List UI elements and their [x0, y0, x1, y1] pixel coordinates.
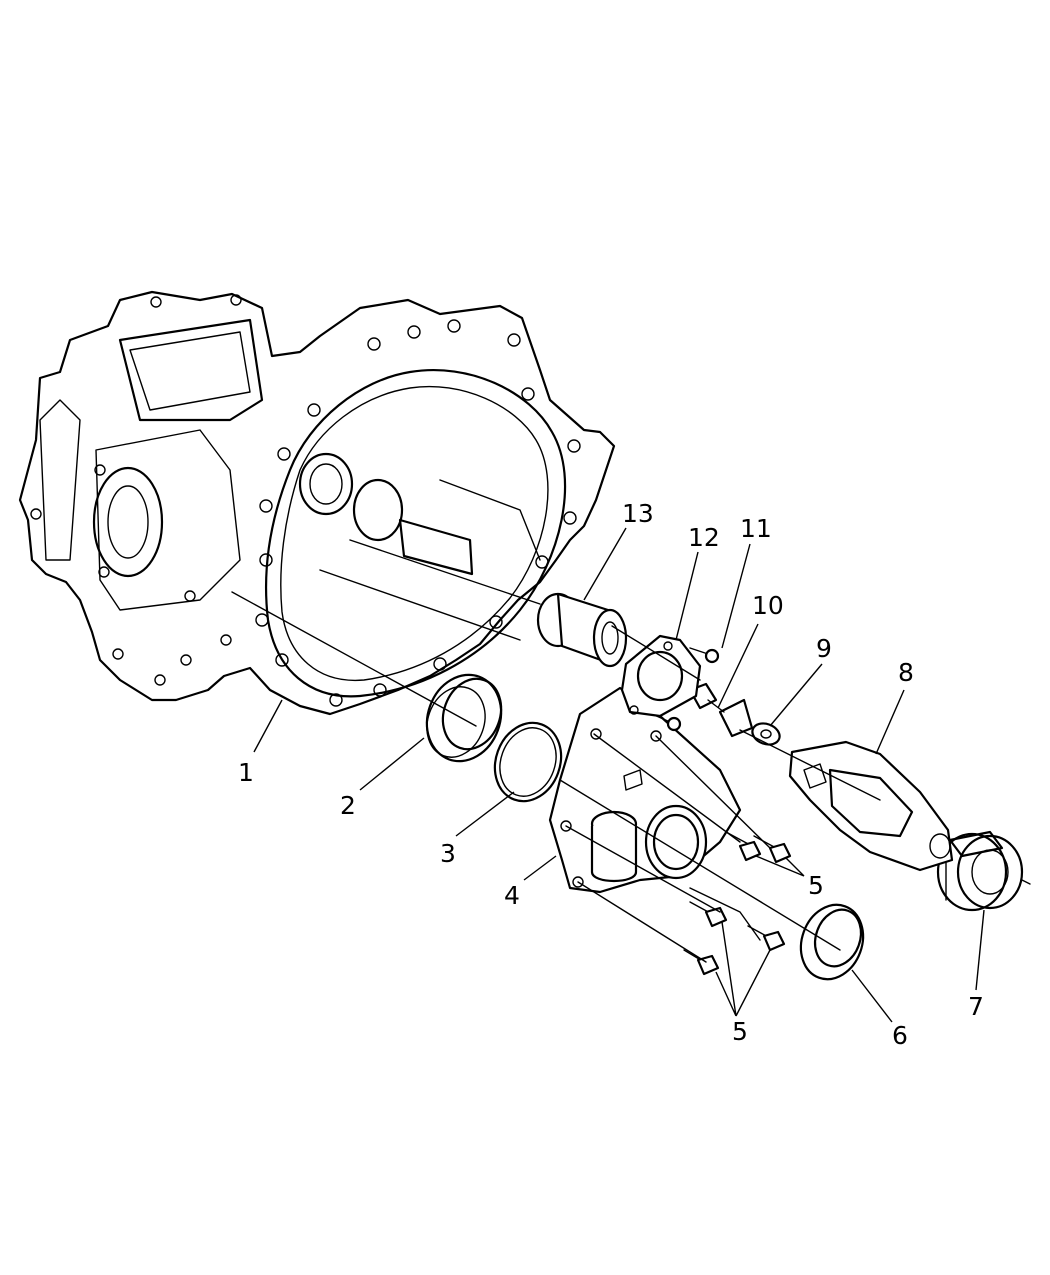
callout-7: 7 [968, 992, 984, 1021]
part-12-plate [620, 634, 702, 718]
bolt-axis-lines [565, 733, 771, 963]
part-1-transaxle-case [18, 290, 616, 716]
leader-lines [253, 527, 985, 1023]
callout-2: 2 [340, 791, 356, 820]
callout-4: 4 [504, 881, 520, 910]
callout-6: 6 [892, 1021, 908, 1050]
part-10-pivot-fitting [688, 682, 754, 738]
part-8-release-fork [788, 740, 954, 872]
bolt-icon [753, 835, 792, 864]
callout-9: 9 [816, 634, 832, 663]
callout-5-upper: 5 [808, 871, 824, 900]
callout-10: 10 [752, 591, 784, 620]
part-4-retainer-housing [548, 686, 742, 894]
part-7-bearing [936, 830, 1031, 912]
callout-3: 3 [440, 839, 456, 868]
part-3-o-ring [493, 721, 563, 803]
callout-5-lower: 5 [732, 1017, 748, 1046]
callout-1: 1 [238, 758, 254, 787]
part-9-washer [751, 722, 781, 746]
part-2-seal [425, 673, 503, 763]
callout-8: 8 [898, 658, 914, 687]
callout-12: 12 [688, 523, 720, 552]
assembly-axis-line [231, 591, 881, 951]
bolt-icon [683, 949, 720, 976]
callout-13: 13 [622, 499, 654, 528]
part-13-sleeve [536, 592, 628, 668]
part-6-seal [799, 903, 865, 981]
callout-11: 11 [740, 514, 772, 543]
